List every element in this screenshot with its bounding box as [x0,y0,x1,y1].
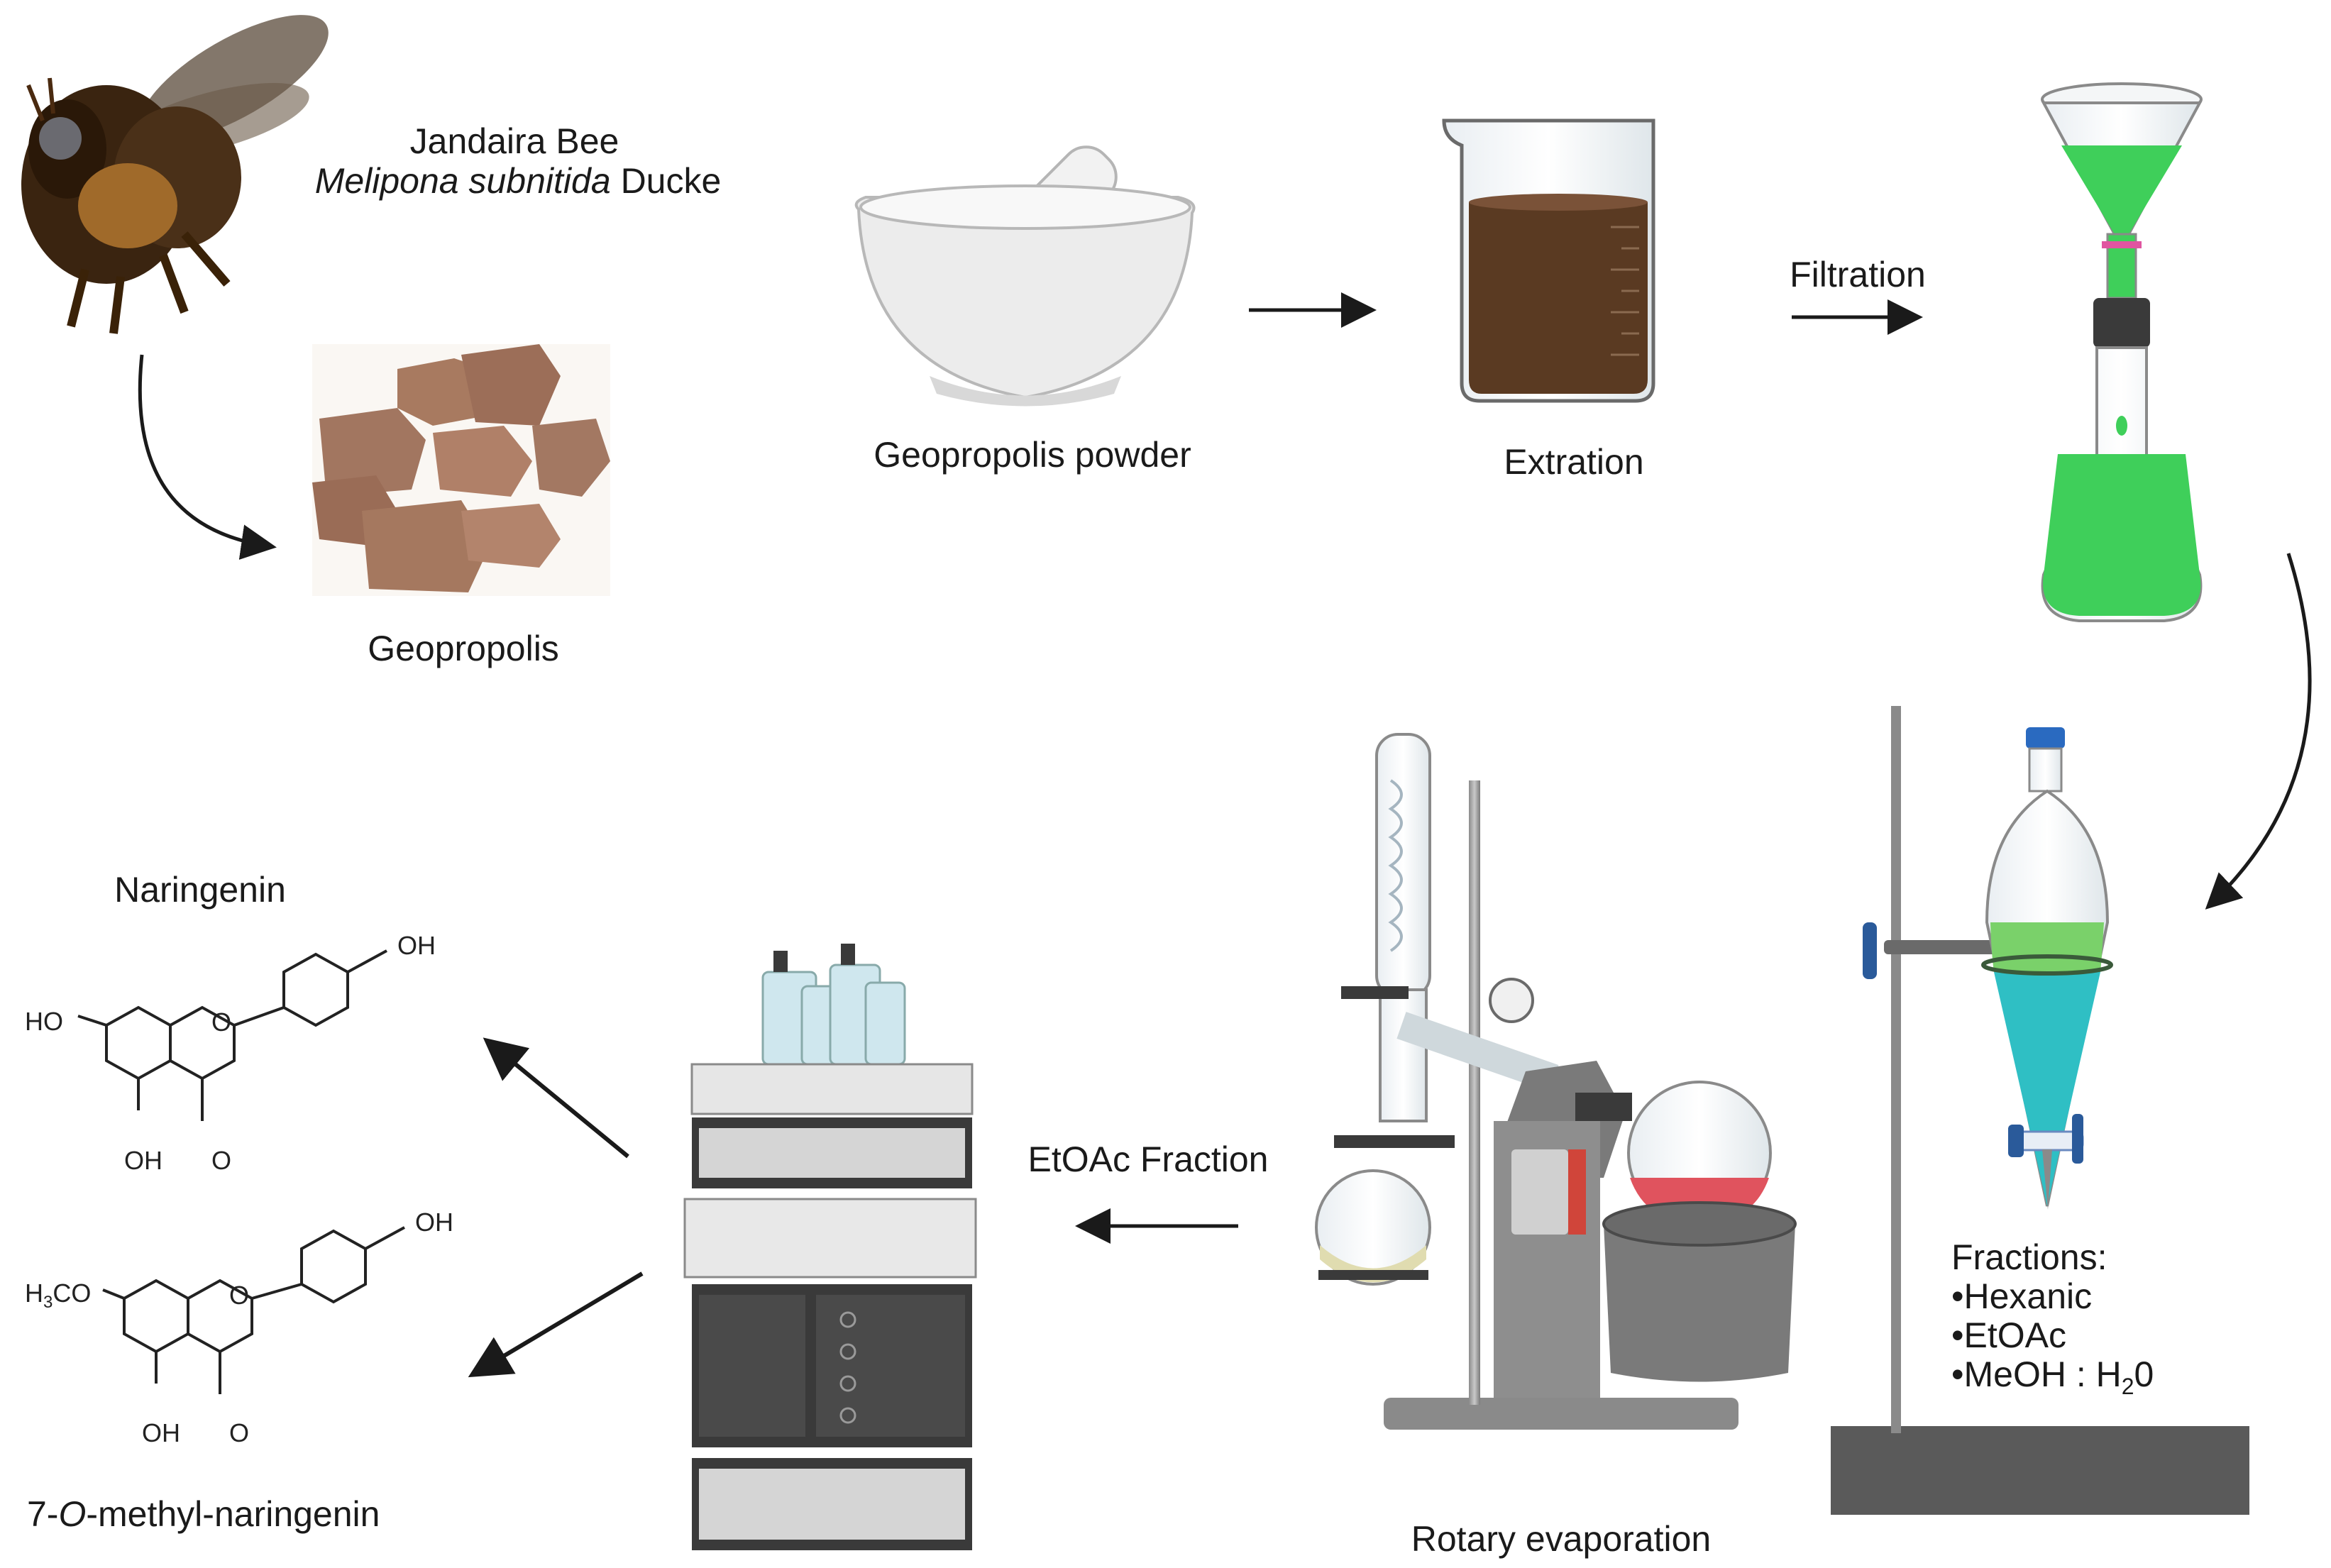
extraction-label: Extration [1504,442,1644,482]
fraction-etoac: •EtOAc [1951,1315,2066,1355]
fractions-list: Fractions: •Hexanic •EtOAc •MeOH : H20 [1951,1238,2154,1406]
bee-common-name: Jandaira Bee [409,121,619,161]
methyl-naringenin-oh-top: OH [415,1208,453,1237]
beaker-extraction-image [1442,118,1655,403]
rotary-evaporator-image [1315,733,1797,1430]
hplc-system-image [683,944,977,1550]
rotary-evaporation-label: Rotary evaporation [1411,1519,1712,1559]
methyl-naringenin-label: 7-O-methyl-naringenin [27,1494,380,1534]
bee-scientific-name: Melipona subnitida Ducke [315,160,722,201]
methyl-naringenin-carbonyl-o: O [229,1418,249,1447]
naringenin-oh-top: OH [397,931,436,960]
methyl-naringenin-h3co: H3CO [25,1279,91,1312]
naringenin-structure [77,949,387,1121]
separatory-funnel-image [1831,706,2249,1515]
methyl-naringenin-ring-o: O [229,1281,249,1310]
arrow-bee-to-geopropolis [138,354,277,560]
naringenin-carbonyl-o: O [211,1146,231,1175]
jandaira-bee-image [21,15,329,334]
methyl-naringenin-structure [102,1226,405,1394]
naringenin-oh-bottom: OH [124,1146,162,1175]
bee-species: Melipona subnitida [314,161,611,201]
fractions-title: Fractions: [1951,1237,2107,1277]
bee-author: Ducke [620,161,722,201]
arrow-to-naringenin [483,1037,629,1159]
arrow-to-separatory-funnel [2205,553,2312,910]
naringenin-ho-left: HO [25,1007,63,1036]
naringenin-label: Naringenin [114,870,286,910]
mortar-and-pestle-image [854,145,1196,407]
arrow-to-methyl-naringenin [468,1271,644,1378]
naringenin-ring-o: O [211,1007,231,1037]
filtration-label: Filtration [1790,255,1926,294]
funnel-filtration-image [2041,82,2203,622]
geopropolis-powder-label: Geopropolis powder [874,435,1191,475]
fraction-hexanic: •Hexanic [1951,1276,2093,1316]
geopropolis-image [312,344,610,596]
methyl-naringenin-oh-bottom: OH [142,1418,180,1447]
etoac-fraction-label: EtOAc Fraction [1027,1139,1269,1179]
geopropolis-label: Geopropolis [368,629,559,668]
fraction-meoh-water: •MeOH : H20 [1951,1354,2154,1400]
